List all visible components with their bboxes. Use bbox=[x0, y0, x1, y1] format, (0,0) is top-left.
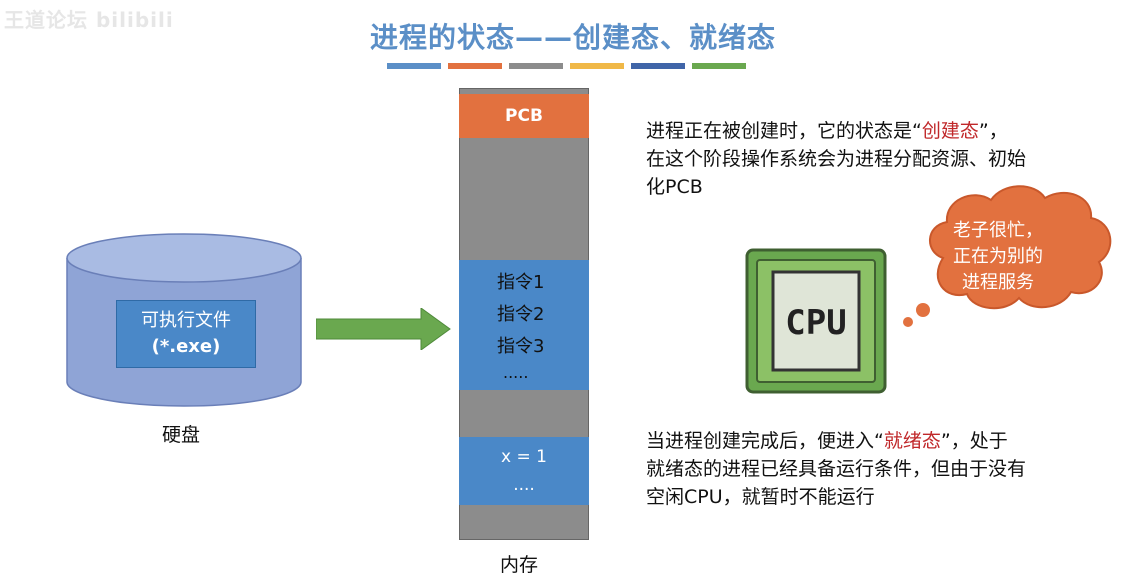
ready-pre: 当进程创建完成后，便进入“ bbox=[646, 430, 884, 452]
executable-file-ext: (*.exe) bbox=[151, 336, 221, 357]
title-bar-6 bbox=[692, 63, 746, 69]
cpu-icon: CPU bbox=[745, 248, 887, 394]
pcb-block: PCB bbox=[459, 94, 589, 138]
cloud-line-3: 进程服务 bbox=[962, 272, 1034, 293]
creating-post: ”，在这个阶段操作系统会为进程分配资源、初始化PCB bbox=[646, 120, 1027, 198]
load-arrow-icon bbox=[316, 308, 451, 350]
thought-cloud-icon bbox=[903, 185, 1112, 327]
title-bar-4 bbox=[570, 63, 624, 69]
instruction-2: 指令2 bbox=[497, 304, 545, 325]
cloud-line-2: 正在为别的 bbox=[953, 246, 1043, 267]
instruction-block: 指令1 指令2 指令3 ..... bbox=[459, 260, 589, 390]
data-line: x = 1 bbox=[501, 447, 547, 467]
executable-file-name: 可执行文件 bbox=[141, 310, 231, 331]
ready-state-text: 当进程创建完成后，便进入“就绪态”，处于就绪态的进程已经具备运行条件，但由于没有… bbox=[646, 427, 1026, 511]
creating-state-text: 进程正在被创建时，它的状态是“创建态”，在这个阶段操作系统会为进程分配资源、初始… bbox=[646, 117, 1026, 201]
slide-title: 进程的状态——创建态、就绪态 bbox=[369, 21, 776, 54]
executable-file: 可执行文件 (*.exe) bbox=[116, 300, 256, 368]
ready-highlight: 就绪态 bbox=[883, 430, 941, 452]
title-bar-2 bbox=[448, 63, 502, 69]
creating-highlight: 创建态 bbox=[921, 120, 979, 142]
data-block: x = 1 .... bbox=[459, 437, 589, 505]
creating-pre: 进程正在被创建时，它的状态是“ bbox=[646, 120, 922, 142]
memory-label: 内存 bbox=[500, 554, 539, 576]
title-bar-1 bbox=[387, 63, 441, 69]
cloud-text: 老子很忙， 正在为别的 进程服务 bbox=[928, 218, 1068, 296]
ready-post: ”，处于就绪态的进程已经具备运行条件，但由于没有空闲CPU，就暂时不能运行 bbox=[646, 430, 1027, 508]
data-more: .... bbox=[513, 475, 535, 495]
cloud-line-1: 老子很忙， bbox=[953, 220, 1043, 241]
cpu-label: CPU bbox=[785, 303, 846, 343]
instruction-more: ..... bbox=[503, 363, 529, 382]
hard-disk-label: 硬盘 bbox=[162, 424, 201, 446]
title-color-bars bbox=[387, 63, 746, 69]
instruction-1: 指令1 bbox=[497, 272, 545, 293]
instruction-3: 指令3 bbox=[497, 336, 545, 357]
title-bar-5 bbox=[631, 63, 685, 69]
watermark: 王道论坛 bilibili bbox=[4, 8, 174, 32]
title-bar-3 bbox=[509, 63, 563, 69]
